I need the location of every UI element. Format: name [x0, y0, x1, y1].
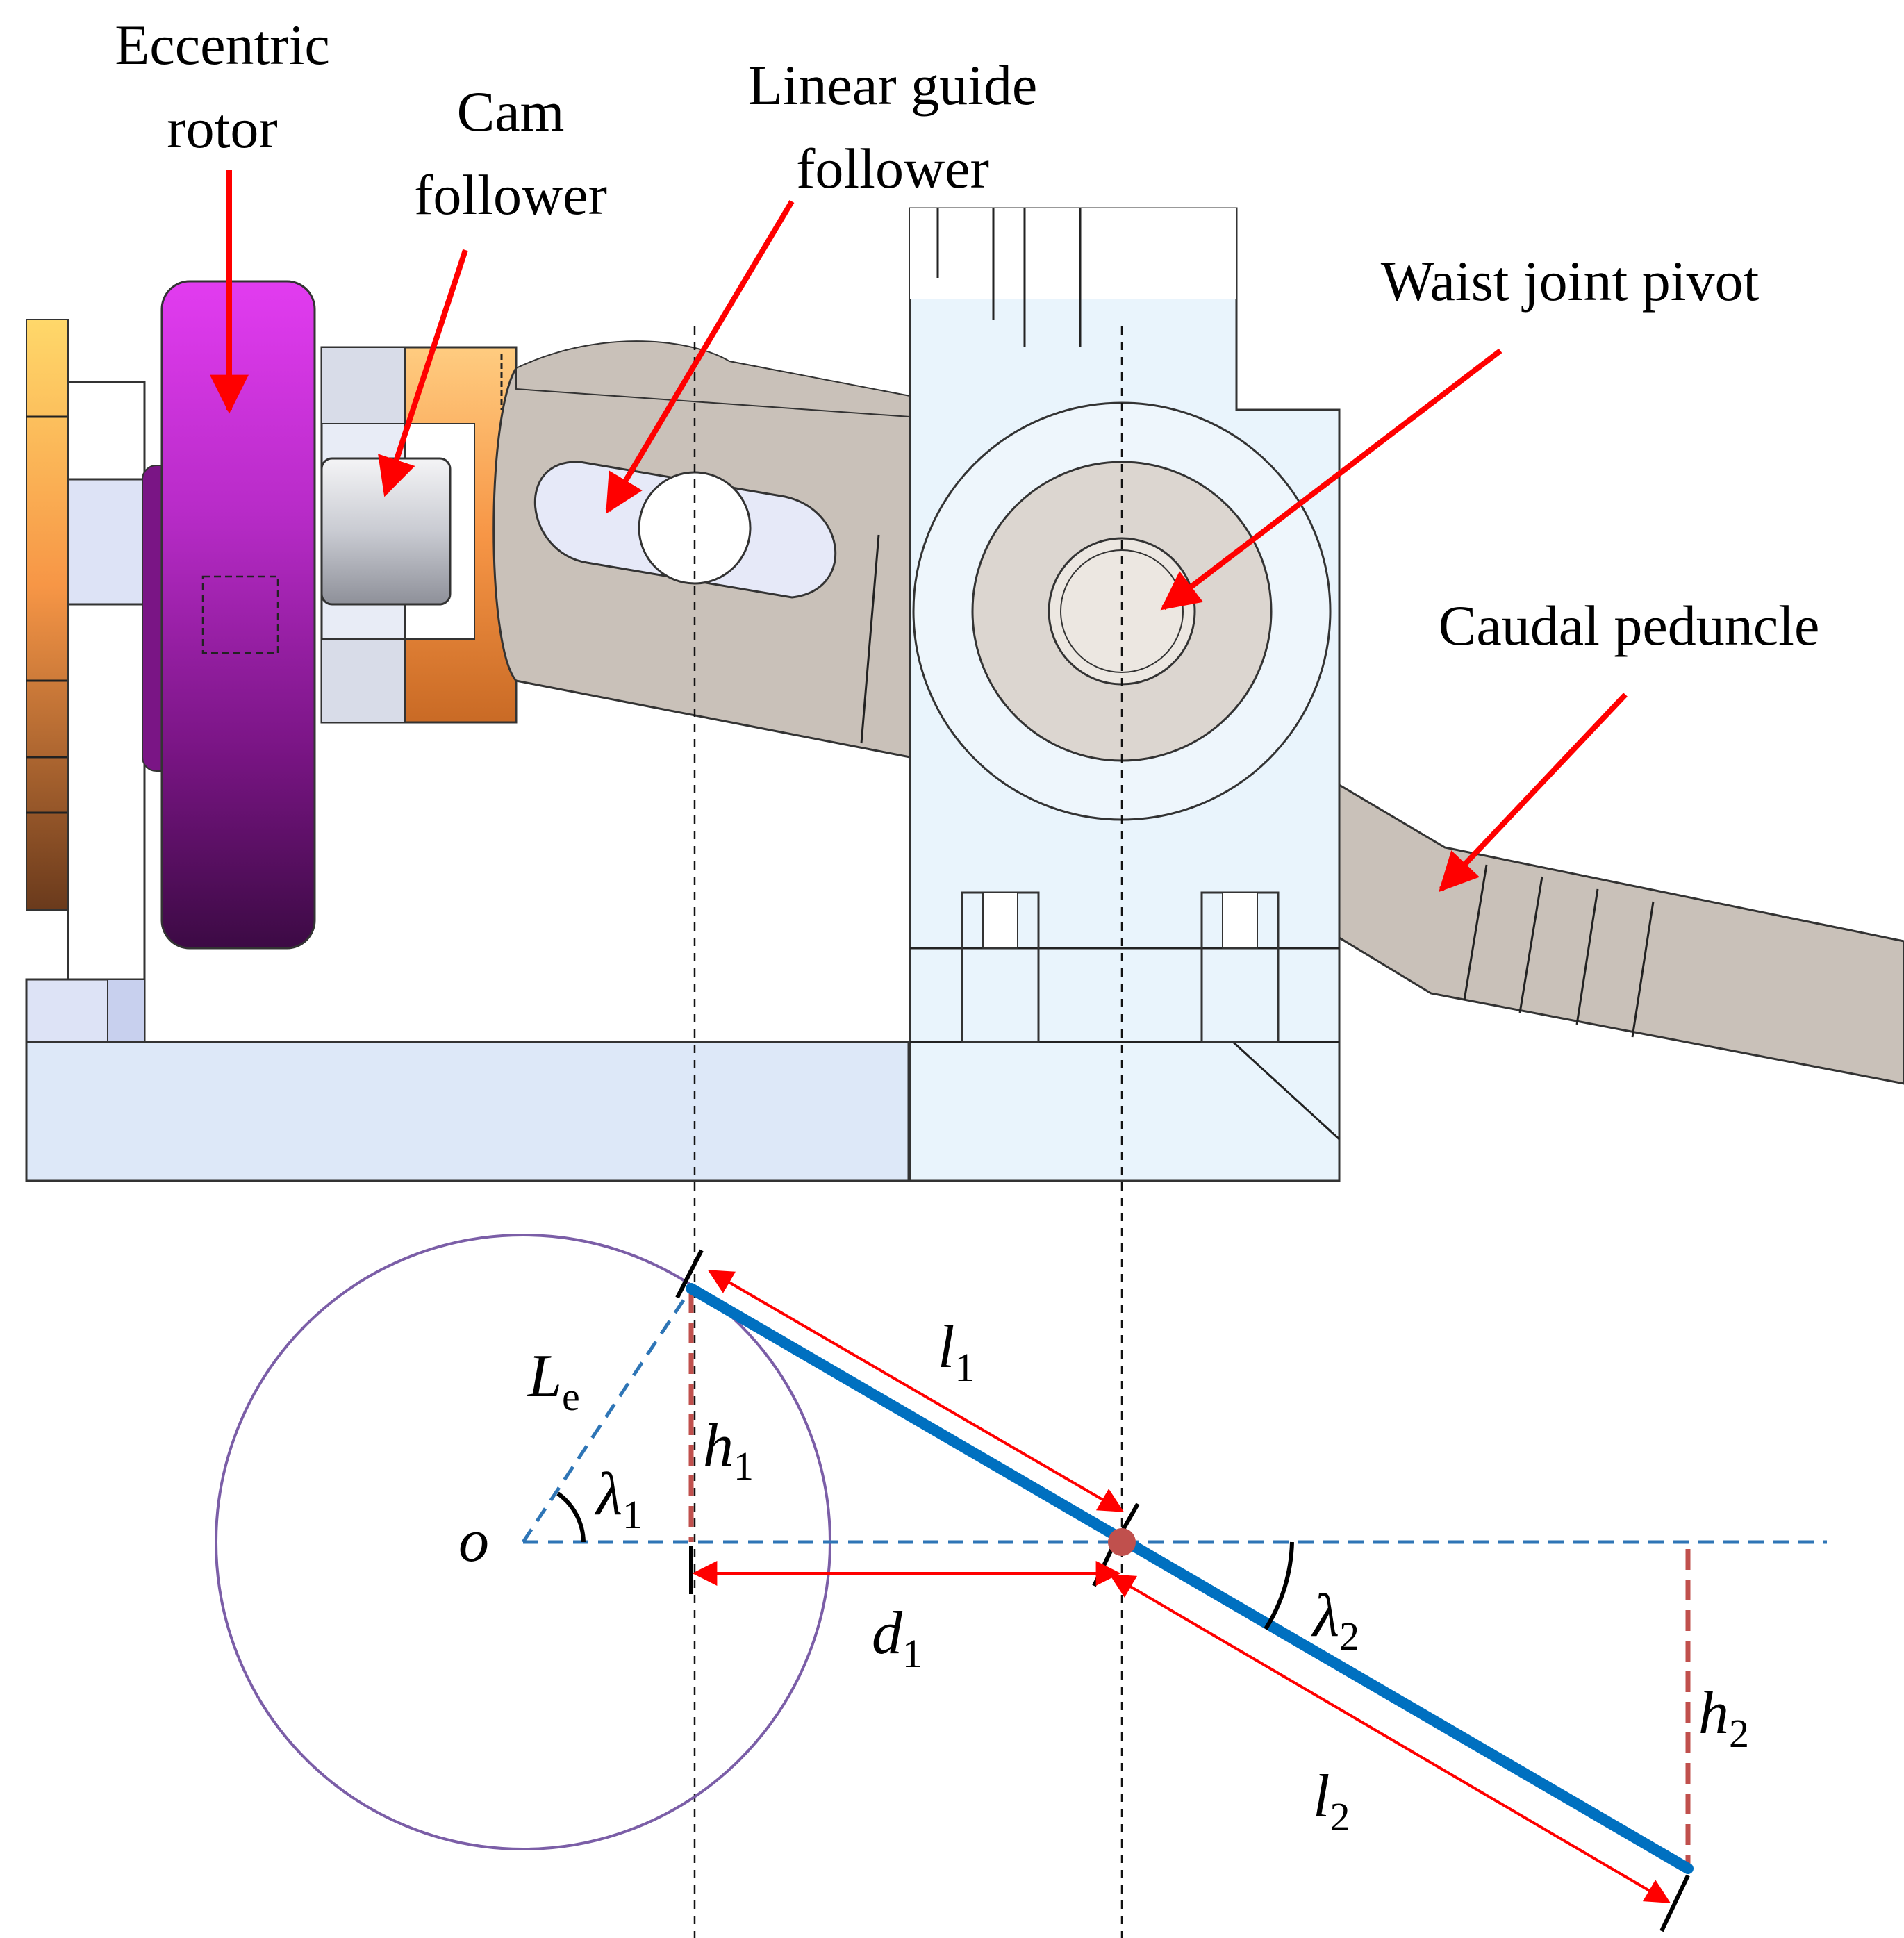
- cam-follower-arrow: [378, 249, 468, 497]
- kinematic-schematic: o Le λ1 h1 l1 d1 λ2 l2 h2: [215, 1234, 1827, 1932]
- caudal-peduncle-arrow: [1439, 693, 1628, 893]
- linkage-bar: [686, 1283, 1694, 1874]
- l1-start-tick: [675, 1249, 704, 1299]
- h1-label: h1: [703, 1412, 754, 1489]
- eccentric-rotor-label-line1: Eccentric: [115, 13, 330, 76]
- eccentric-rotor-label-line2: rotor: [167, 97, 277, 160]
- eccentric-radius-line: [521, 1287, 693, 1543]
- cam-follower-shaft: [320, 457, 452, 606]
- lambda2-label: λ2: [1311, 1582, 1359, 1659]
- l1-dimension-arrow: [707, 1270, 1125, 1512]
- left-support-block: [67, 381, 146, 1009]
- l1-label: l1: [938, 1314, 975, 1390]
- waist-pivot-point: [1108, 1528, 1136, 1556]
- linear-guide-arrow: [605, 199, 795, 514]
- d1-label: d1: [872, 1600, 922, 1676]
- origin-label: o: [458, 1507, 489, 1575]
- l2-end-tick: [1659, 1874, 1690, 1932]
- cam-follower-label-line2: follower: [414, 163, 607, 226]
- cam-follower-label-line1: Cam: [457, 80, 565, 143]
- mechanical-assembly: [25, 207, 1904, 1182]
- Le-label: Le: [527, 1343, 580, 1419]
- h2-label: h2: [1698, 1680, 1749, 1756]
- waist-joint-pivot-arrow: [1160, 348, 1502, 611]
- linear-guide-label-line1: Linear guide: [748, 53, 1038, 117]
- linear-guide-label-line2: follower: [796, 137, 989, 200]
- lambda2-arc: [1264, 1541, 1294, 1630]
- caudal-peduncle: [1338, 783, 1904, 1085]
- l2-label: l2: [1313, 1763, 1350, 1839]
- lambda1-arc: [556, 1491, 586, 1543]
- left-gear-bar: [26, 319, 69, 911]
- eccentric-rotor: [160, 280, 316, 950]
- base-plate: [25, 1041, 910, 1182]
- l2-dimension-arrow: [1109, 1574, 1671, 1903]
- waist-joint-pivot-label: Waist joint pivot: [1381, 249, 1760, 313]
- caudal-peduncle-label: Caudal peduncle: [1439, 594, 1820, 657]
- callouts: Eccentric rotor Cam follower Linear guid…: [115, 13, 1820, 893]
- lambda1-label: λ1: [594, 1461, 643, 1537]
